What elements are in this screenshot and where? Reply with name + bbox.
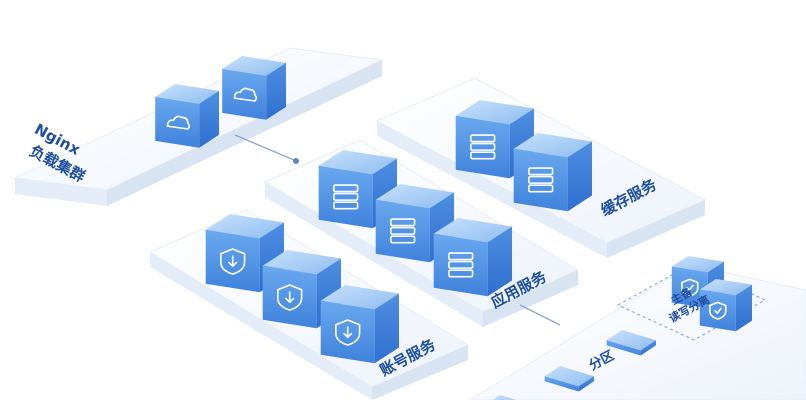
partition-tile (492, 395, 517, 400)
database-stack-icon (470, 134, 496, 160)
shield-download-icon (220, 248, 246, 275)
partition-tile (606, 330, 656, 356)
partition-cube (699, 279, 752, 332)
cube-layer (155, 56, 752, 400)
shield-download-icon (277, 284, 303, 311)
shield-check-icon (681, 278, 699, 297)
shield-download-icon (335, 319, 361, 346)
nginx-cube (155, 84, 219, 148)
server-rack-icon (390, 218, 416, 244)
cloud-icon (233, 87, 258, 102)
partition-tile (544, 366, 594, 392)
server-rack-icon (448, 252, 474, 278)
database-stack-icon (528, 167, 554, 193)
cloud-icon (166, 115, 191, 130)
server-rack-icon (333, 184, 359, 210)
account-cube (320, 285, 399, 364)
cache-cube (455, 100, 534, 179)
cache-cube (513, 133, 592, 212)
shield-check-icon (709, 301, 727, 320)
nginx-cube (222, 56, 286, 120)
app-cube (433, 218, 512, 297)
partition-dashed-box (616, 264, 767, 341)
connector-lines (234, 134, 561, 326)
